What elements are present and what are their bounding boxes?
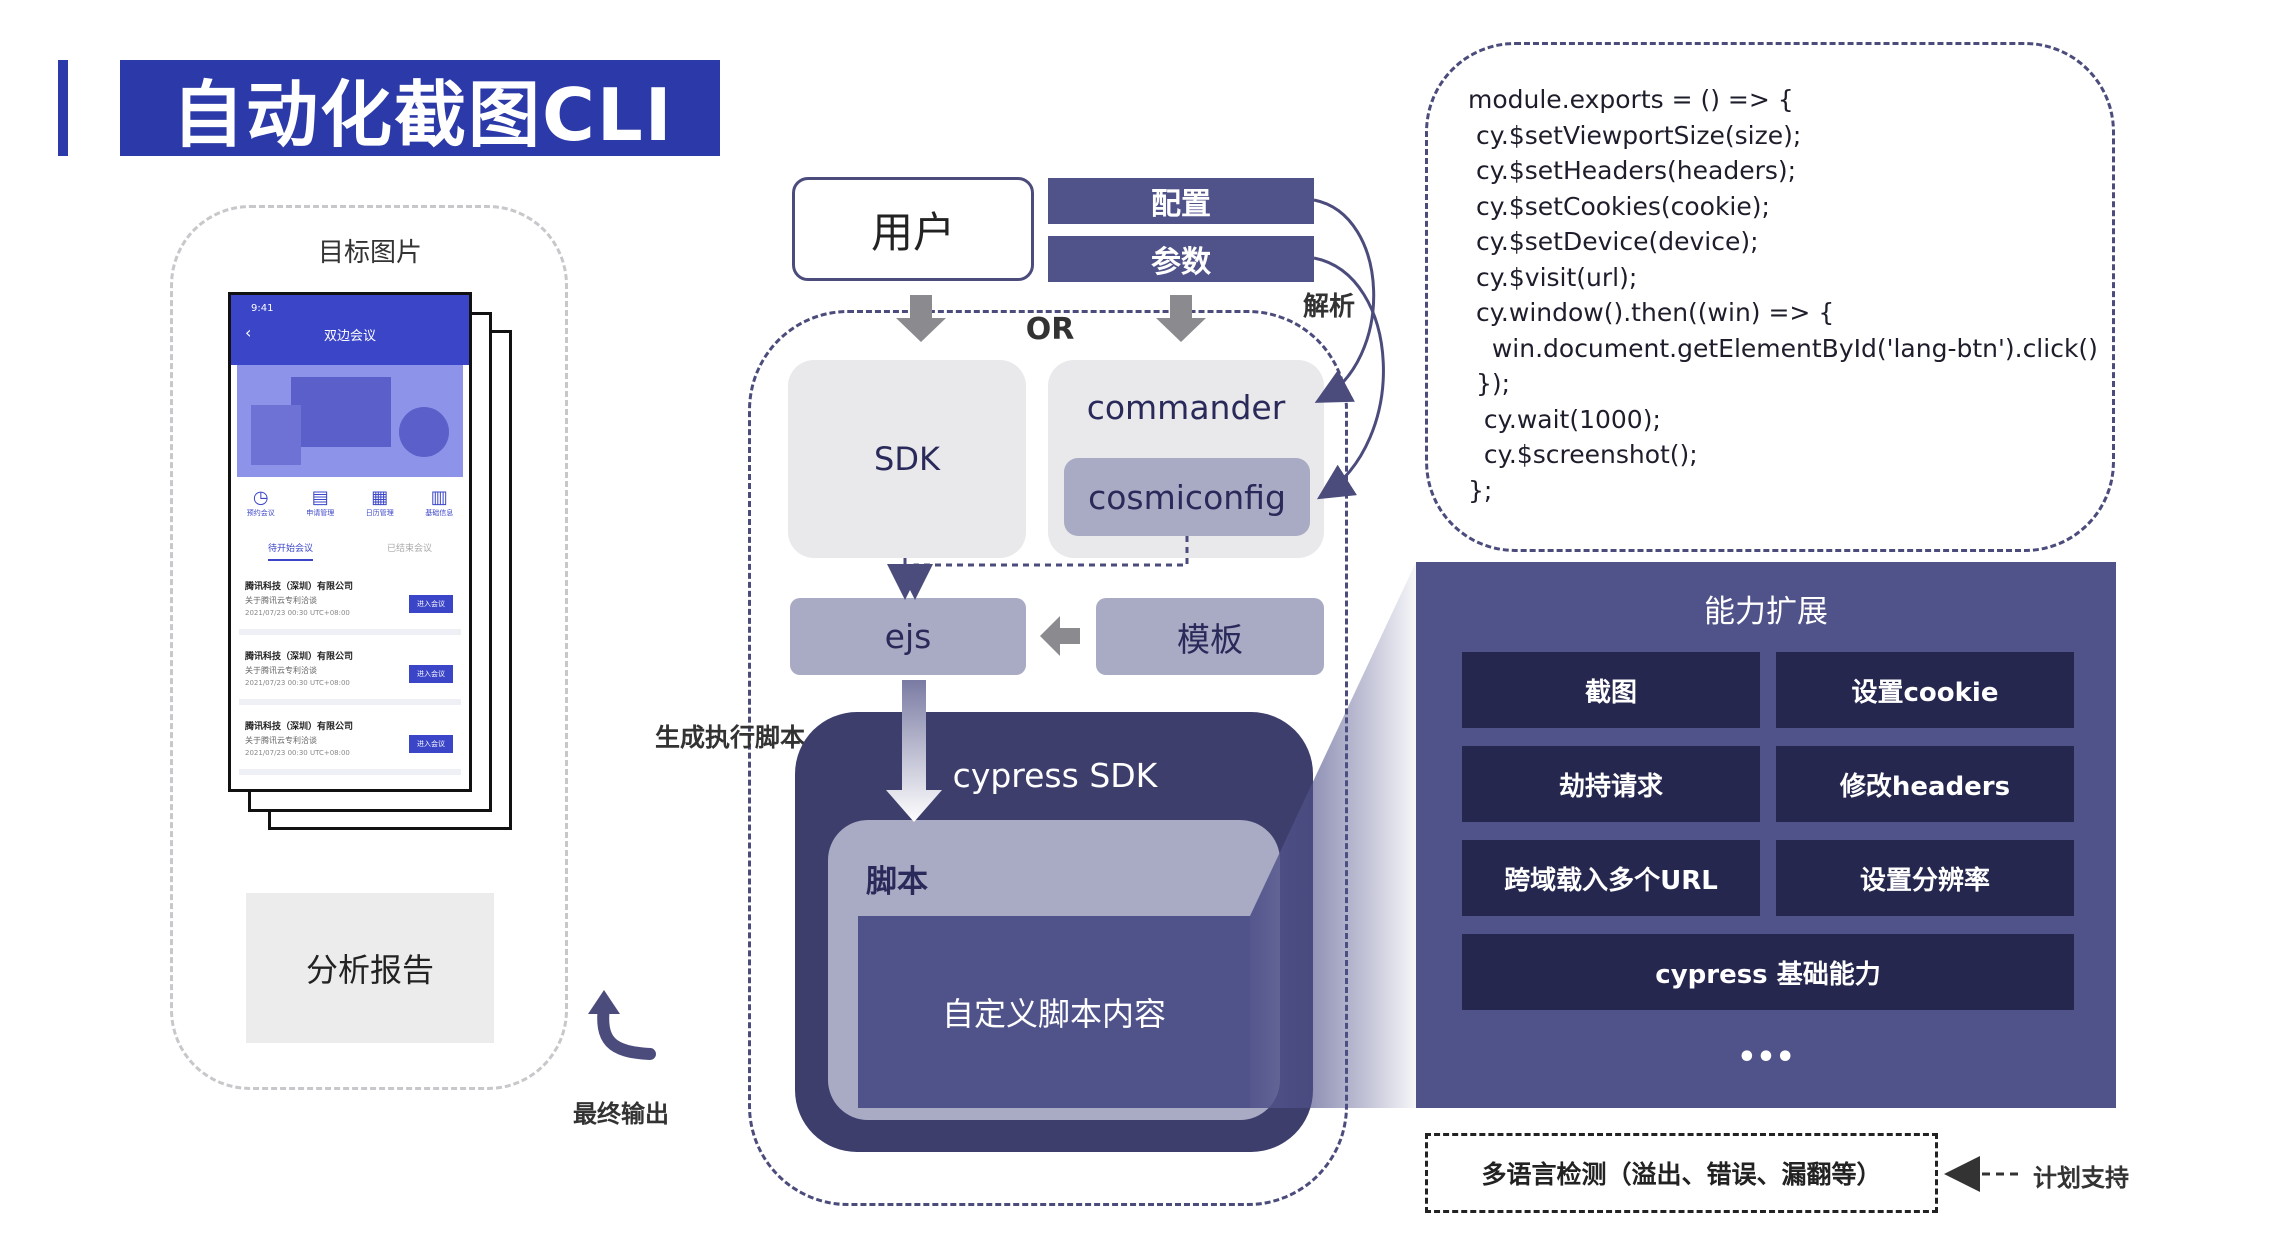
code-container: [1425, 42, 2115, 552]
capability-set-cookie: 设置cookie: [1776, 652, 2074, 728]
clock-icon: ◷: [252, 487, 269, 508]
card-company: 腾讯科技（深圳）有限公司: [245, 582, 354, 592]
parse-label: 解析: [1302, 292, 1355, 322]
capability-modify-headers: 修改headers: [1776, 746, 2074, 822]
card-subject: 关于腾讯云专利洽谈: [245, 736, 317, 745]
phone-nav-item: ▥基础信息: [413, 487, 465, 537]
card-company: 腾讯科技（深圳）有限公司: [245, 652, 354, 662]
title-accent-bar: [58, 60, 68, 156]
final-output-arrowhead: [588, 990, 620, 1014]
generate-script-label: 生成执行脚本: [654, 723, 805, 752]
sdk-box: SDK: [788, 360, 1026, 558]
card-time: 2021/07/23 00:30 UTC+08:00: [245, 609, 350, 617]
final-output-arrow: [597, 1000, 656, 1060]
document-icon: ▤: [311, 487, 329, 508]
parse-arrow-config: [1313, 198, 1376, 403]
phone-nav-item: ▦日历管理: [354, 487, 406, 537]
phone-nav-item: ▤申请管理: [294, 487, 346, 537]
down-arrow-user: [896, 295, 946, 342]
enter-meeting-button: 进入会议: [409, 735, 453, 753]
final-output-label: 最终输出: [573, 1100, 669, 1128]
page-title: 自动化截图CLI: [120, 60, 720, 157]
meeting-card: 腾讯科技（深圳）有限公司 关于腾讯云专利洽谈 2021/07/23 00:30 …: [239, 641, 461, 705]
capability-cross-origin: 跨域载入多个URL: [1462, 840, 1760, 916]
output-container: [170, 205, 568, 1090]
card-time: 2021/07/23 00:30 UTC+08:00: [245, 749, 350, 757]
banner-circle-shape: [399, 407, 449, 457]
enter-meeting-button: 进入会议: [409, 665, 453, 683]
phone-tab: 已结束会议: [386, 544, 432, 554]
meeting-card: 腾讯科技（深圳）有限公司 关于腾讯云专利洽谈 2021/07/23 00:30 …: [239, 571, 461, 635]
planned-support-label: 计划支持: [2033, 1164, 2129, 1192]
phone-tab-active: 待开始会议: [267, 541, 313, 561]
cosmiconfig-to-ejs-line: [897, 536, 1189, 600]
building-icon: ▥: [430, 487, 448, 508]
phone-icon-row: ◷预约会议 ▤申请管理 ▦日历管理 ▥基础信息: [231, 487, 469, 537]
phone-nav-label: 基础信息: [425, 509, 454, 517]
capability-intercept-request: 劫持请求: [1462, 746, 1760, 822]
phone-nav-item: ◷预约会议: [235, 487, 287, 537]
phone-nav-label: 申请管理: [306, 509, 335, 517]
zoom-highlight: [1250, 562, 1416, 1108]
analysis-report-box: 分析报告: [246, 893, 494, 1043]
commander-label: commander: [1086, 388, 1286, 427]
capability-set-resolution: 设置分辨率: [1776, 840, 2074, 916]
banner-monitor-shape: [291, 377, 391, 447]
banner-block-shape: [251, 405, 301, 465]
down-arrow-params: [1156, 295, 1206, 342]
script-label: 脚本: [866, 864, 928, 900]
config-box: 配置: [1048, 178, 1314, 224]
phone-tabs: 待开始会议 已结束会议: [231, 541, 469, 561]
card-subject: 关于腾讯云专利洽谈: [245, 666, 317, 675]
capability-title: 能力扩展: [1704, 594, 1828, 630]
params-box: 参数: [1048, 236, 1314, 282]
template-box: 模板: [1096, 598, 1324, 675]
card-subject: 关于腾讯云专利洽谈: [245, 596, 317, 605]
target-image-label: 目标图片: [317, 238, 422, 268]
code-snippet: module.exports = () => { cy.$setViewport…: [1468, 85, 2098, 505]
calendar-icon: ▦: [371, 487, 389, 508]
future-multilang-box: 多语言检测（溢出、错误、漏翻等）: [1425, 1133, 1938, 1213]
custom-script-box: 自定义脚本内容: [858, 916, 1250, 1108]
template-to-ejs-arrow: [1040, 616, 1080, 656]
card-company: 腾讯科技（深圳）有限公司: [245, 722, 354, 732]
phone-time: 9:41: [251, 303, 274, 314]
or-label: OR: [1025, 312, 1075, 347]
enter-meeting-button: 进入会议: [409, 595, 453, 613]
cosmiconfig-box: cosmiconfig: [1064, 458, 1310, 536]
chevron-left-icon: ‹: [245, 323, 252, 342]
cypress-sdk-label: cypress SDK: [952, 756, 1158, 795]
ejs-box: ejs: [790, 598, 1026, 675]
user-box: 用户: [792, 177, 1034, 281]
ejs-to-script-arrow: [886, 680, 942, 822]
phone-mockup: 9:41 ‹ 双边会议 ◷预约会议 ▤申请管理 ▦日历管理 ▥基础信息 待开始会…: [228, 292, 472, 792]
phone-nav-label: 日历管理: [365, 509, 394, 517]
parse-arrow-params: [1313, 256, 1385, 500]
card-time: 2021/07/23 00:30 UTC+08:00: [245, 679, 350, 687]
capability-more: •••: [1737, 1040, 1795, 1075]
phone-header-title: 双边会议: [323, 329, 376, 344]
capability-cypress-base: cypress 基础能力: [1462, 934, 2074, 1010]
phone-header: [231, 295, 469, 365]
phone-nav-label: 预约会议: [246, 509, 275, 517]
meeting-card: 腾讯科技（深圳）有限公司 关于腾讯云专利洽谈 2021/07/23 00:30 …: [239, 711, 461, 775]
capability-screenshot: 截图: [1462, 652, 1760, 728]
